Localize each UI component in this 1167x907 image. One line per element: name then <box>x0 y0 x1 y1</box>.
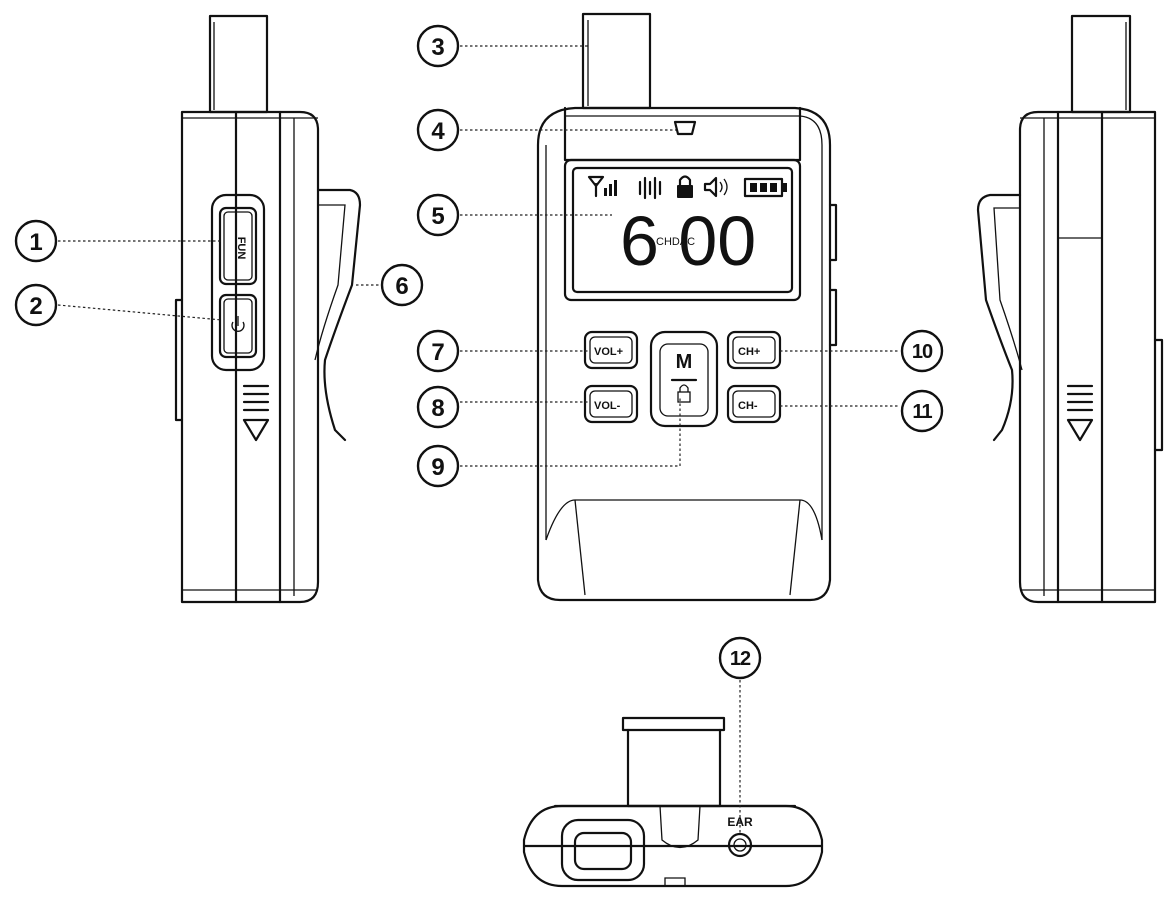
callout-3: 3 <box>416 24 460 68</box>
lock-icon-small <box>677 384 691 403</box>
svg-text:11: 11 <box>912 401 932 423</box>
callout-11: 11 <box>900 389 944 433</box>
leader-lines <box>57 45 900 834</box>
callout-5: 5 <box>416 193 460 237</box>
left-side-view: FUN <box>174 14 362 604</box>
right-antenna <box>1070 14 1132 114</box>
vol-down-button[interactable]: VOL- <box>583 384 639 424</box>
callout-2: 2 <box>14 283 58 327</box>
front-body <box>536 106 832 602</box>
ch-up-label: CH+ <box>738 346 760 358</box>
callout-9: 9 <box>416 444 460 488</box>
battery-latch-arrow <box>242 418 270 442</box>
ch-down-button[interactable]: CH- <box>726 384 782 424</box>
lcd-frame <box>563 158 802 302</box>
bottom-body <box>522 804 824 888</box>
callout-1: 1 <box>14 219 58 263</box>
front-view: 6 00 CHDAC VOL+ VOL- M <box>536 12 838 602</box>
svg-text:6: 6 <box>395 273 408 300</box>
menu-label: M <box>676 351 693 373</box>
svg-text:7: 7 <box>431 339 444 366</box>
callout-4: 4 <box>416 108 460 152</box>
ch-up-button[interactable]: CH+ <box>726 330 782 370</box>
bottom-view: EAR <box>522 716 824 888</box>
fn-button-label: FUN <box>235 237 247 260</box>
lcd-mode: CHDAC <box>656 236 695 248</box>
fn-button[interactable] <box>218 206 258 286</box>
speaker-icon <box>703 176 728 198</box>
menu-lock-button[interactable]: M <box>649 330 719 428</box>
right-side-view <box>976 14 1164 604</box>
power-icon <box>231 316 245 332</box>
right-body <box>1018 110 1157 604</box>
vol-down-label: VOL- <box>594 400 621 412</box>
svg-text:10: 10 <box>912 341 933 363</box>
lcd-time: 6 00 <box>620 202 756 280</box>
callout-7: 7 <box>416 329 460 373</box>
callout-12: 12 <box>718 636 762 680</box>
svg-text:3: 3 <box>431 34 444 61</box>
led-indicator <box>673 120 697 136</box>
vibration-icon <box>638 176 662 200</box>
callout-6: 6 <box>380 263 424 307</box>
battery-icon <box>743 177 787 198</box>
svg-text:4: 4 <box>431 118 445 145</box>
ch-down-label: CH- <box>738 400 758 412</box>
signal-icon <box>587 175 617 198</box>
svg-text:1: 1 <box>29 229 42 256</box>
vol-up-button[interactable]: VOL+ <box>583 330 639 370</box>
lock-icon <box>677 175 693 198</box>
svg-text:9: 9 <box>431 454 444 481</box>
svg-text:5: 5 <box>431 203 444 230</box>
belt-clip-slot <box>560 818 646 882</box>
svg-text:12: 12 <box>730 648 751 670</box>
front-antenna <box>581 12 652 110</box>
power-button[interactable] <box>218 293 258 359</box>
svg-text:8: 8 <box>431 395 444 422</box>
left-antenna <box>208 14 269 114</box>
lcd-screen <box>571 166 794 294</box>
left-body <box>180 110 320 604</box>
callout-8: 8 <box>416 385 460 429</box>
callout-10: 10 <box>900 329 944 373</box>
ear-jack[interactable] <box>727 832 753 858</box>
svg-text:2: 2 <box>29 293 42 320</box>
vol-up-label: VOL+ <box>594 346 623 358</box>
side-button-panel <box>210 193 266 372</box>
